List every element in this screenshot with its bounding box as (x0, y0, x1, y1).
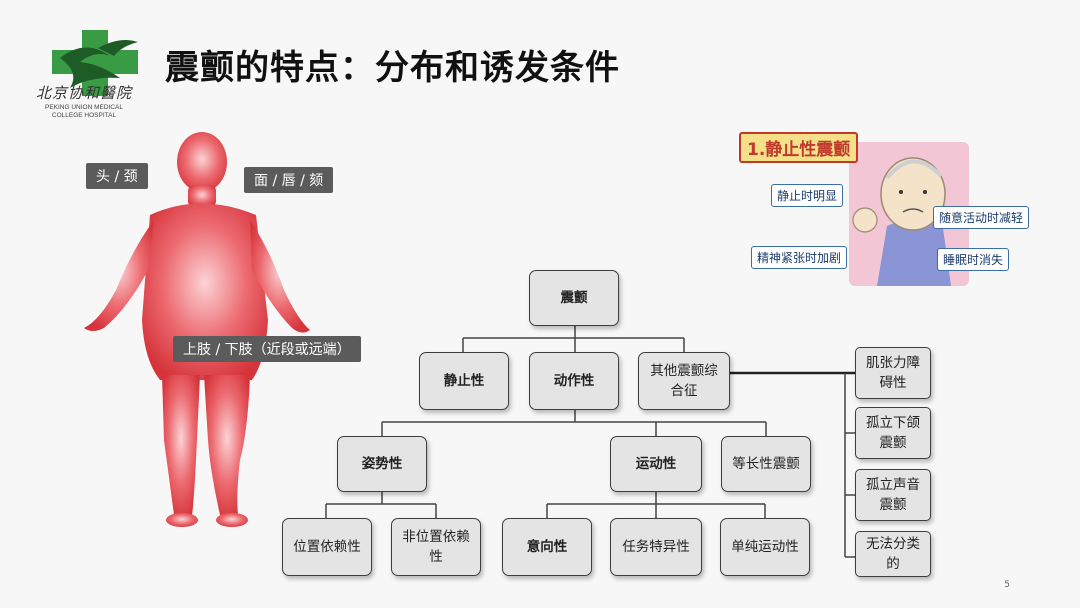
resting-tremor-card: 1.静止性震颤 静止时明显 随意活动时减轻 精神紧张时加剧 睡眠时消失 (737, 128, 1032, 286)
node-dystonic-tremor: 肌张力障碍性 (855, 347, 931, 399)
body-label-limbs: 上肢 / 下肢（近段或远端） (173, 336, 361, 362)
page-title: 震颤的特点：分布和诱发条件 (165, 48, 620, 88)
elderly-patient-illustration (849, 142, 969, 286)
logo-chinese-text: 北京协和醫院 (35, 84, 132, 102)
rest-tag-worse-with-stress: 精神紧张时加剧 (751, 246, 848, 269)
node-isolated-jaw-tremor: 孤立下颌震颤 (855, 407, 931, 459)
rest-tag-reduced-by-movement: 随意活动时减轻 (933, 206, 1030, 229)
rest-tag-disappears-in-sleep: 睡眠时消失 (937, 248, 1010, 271)
logo-english-text: PEKING UNION MEDICAL COLLEGE HOSPITAL (14, 104, 154, 120)
body-label-face-lip-chin: 面 / 唇 / 颏 (244, 167, 334, 193)
node-postural-tremor: 姿势性 (337, 436, 427, 492)
node-isolated-voice-tremor: 孤立声音震颤 (855, 469, 931, 521)
node-unclassifiable: 无法分类的 (855, 531, 931, 577)
page-number: 5 (1004, 580, 1010, 590)
node-position-specific: 位置依赖性 (282, 518, 372, 576)
node-intention-tremor: 意向性 (502, 518, 592, 576)
hospital-logo-icon (52, 30, 138, 96)
node-other-tremor-syndromes: 其他震颤综合征 (638, 352, 730, 410)
resting-tremor-card-title: 1.静止性震颤 (739, 132, 859, 163)
node-isometric-tremor: 等长性震颤 (721, 436, 811, 492)
node-tremor-root: 震颤 (529, 270, 619, 326)
node-kinetic-tremor: 运动性 (610, 436, 702, 492)
body-label-head-neck: 头 / 颈 (86, 163, 148, 189)
human-body-figure (84, 132, 310, 527)
rest-tag-obvious-at-rest: 静止时明显 (771, 184, 844, 207)
node-task-specific: 任务特异性 (610, 518, 702, 576)
node-action-tremor: 动作性 (529, 352, 619, 410)
node-simple-kinetic: 单纯运动性 (720, 518, 810, 576)
node-non-position-specific: 非位置依赖性 (391, 518, 481, 576)
node-rest-tremor: 静止性 (419, 352, 509, 410)
logo-english-line2: COLLEGE HOSPITAL (51, 112, 117, 119)
logo-english-line1: PEKING UNION MEDICAL (44, 104, 123, 111)
